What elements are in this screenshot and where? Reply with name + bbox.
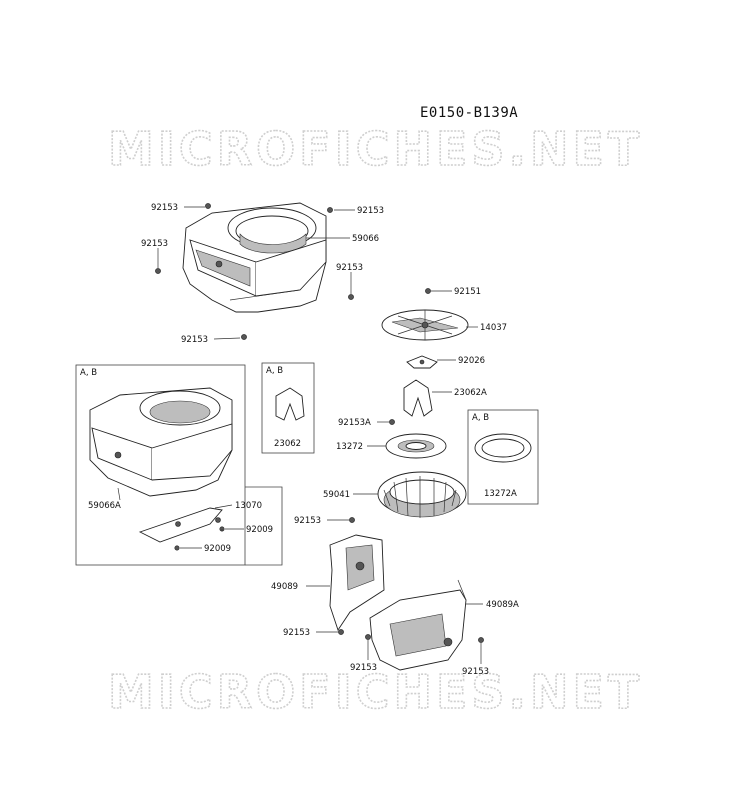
label-92153a: 92153A bbox=[338, 418, 371, 428]
label-13272a: 13272A bbox=[484, 489, 517, 499]
bolt-top-left bbox=[205, 203, 211, 209]
bracket-92026 bbox=[406, 355, 438, 369]
fan-59041 bbox=[377, 471, 467, 518]
label-23062: 23062 bbox=[274, 439, 301, 449]
label-49089: 49089 bbox=[271, 582, 298, 592]
bolt-mid bbox=[349, 517, 355, 523]
label-13272: 13272 bbox=[336, 442, 363, 452]
bolt-low3 bbox=[478, 637, 484, 643]
bolt-top-right bbox=[327, 207, 333, 213]
part-labels: 92153 92153 59066 92153 92153 92153 9215… bbox=[88, 203, 519, 677]
plate-13272 bbox=[385, 433, 447, 459]
label-92153-low1: 92153 bbox=[283, 628, 310, 638]
label-23062a: 23062A bbox=[454, 388, 487, 398]
bolt-left bbox=[155, 268, 161, 274]
label-59066a: 59066A bbox=[88, 501, 121, 511]
bolt-92153a bbox=[389, 419, 395, 425]
label-92009-a: 92009 bbox=[246, 525, 273, 535]
label-13070: 13070 bbox=[235, 501, 262, 511]
label-92153-low3: 92153 bbox=[462, 667, 489, 677]
label-92009-b: 92009 bbox=[204, 544, 231, 554]
bolt-right bbox=[348, 294, 354, 300]
bolt-low1 bbox=[338, 629, 344, 635]
bolt-92151 bbox=[425, 288, 431, 294]
label-92026: 92026 bbox=[458, 356, 485, 366]
blower-housing-59066 bbox=[182, 202, 327, 313]
bolts bbox=[155, 203, 484, 643]
label-92153-mid: 92153 bbox=[294, 516, 321, 526]
label-92153-low2: 92153 bbox=[350, 663, 377, 673]
diagram-code: E0150-B139A bbox=[420, 105, 518, 121]
box-13272a: A, B bbox=[467, 409, 539, 505]
label-92153-top-right: 92153 bbox=[357, 206, 384, 216]
label-49089a: 49089A bbox=[486, 600, 519, 610]
bracket-23062a bbox=[403, 379, 433, 417]
watermark-top: MICROFICHES.NET bbox=[108, 122, 643, 176]
screen-14037 bbox=[381, 309, 469, 341]
label-59066: 59066 bbox=[352, 234, 379, 244]
bolt-92009-b bbox=[174, 545, 180, 551]
box-23062-label: A, B bbox=[266, 366, 283, 376]
label-92153-left: 92153 bbox=[141, 239, 168, 249]
bolt-low2 bbox=[365, 634, 371, 640]
box-23062: A, B bbox=[261, 362, 315, 454]
box-13272a-label: A, B bbox=[472, 413, 489, 423]
box-main-label: A, B bbox=[80, 368, 97, 378]
label-92151: 92151 bbox=[454, 287, 481, 297]
label-92153-top-left: 92153 bbox=[151, 203, 178, 213]
label-92153-right: 92153 bbox=[336, 263, 363, 273]
bolt-bottom bbox=[241, 334, 247, 340]
label-59041: 59041 bbox=[323, 490, 350, 500]
label-14037: 14037 bbox=[480, 323, 507, 333]
watermark-bottom: MICROFICHES.NET bbox=[108, 665, 643, 719]
guard-49089a bbox=[369, 579, 467, 671]
label-92153-bottom: 92153 bbox=[181, 335, 208, 345]
guard-49089 bbox=[329, 534, 385, 632]
box-59066a: A, B bbox=[75, 364, 283, 566]
leader-lines bbox=[117, 206, 483, 664]
